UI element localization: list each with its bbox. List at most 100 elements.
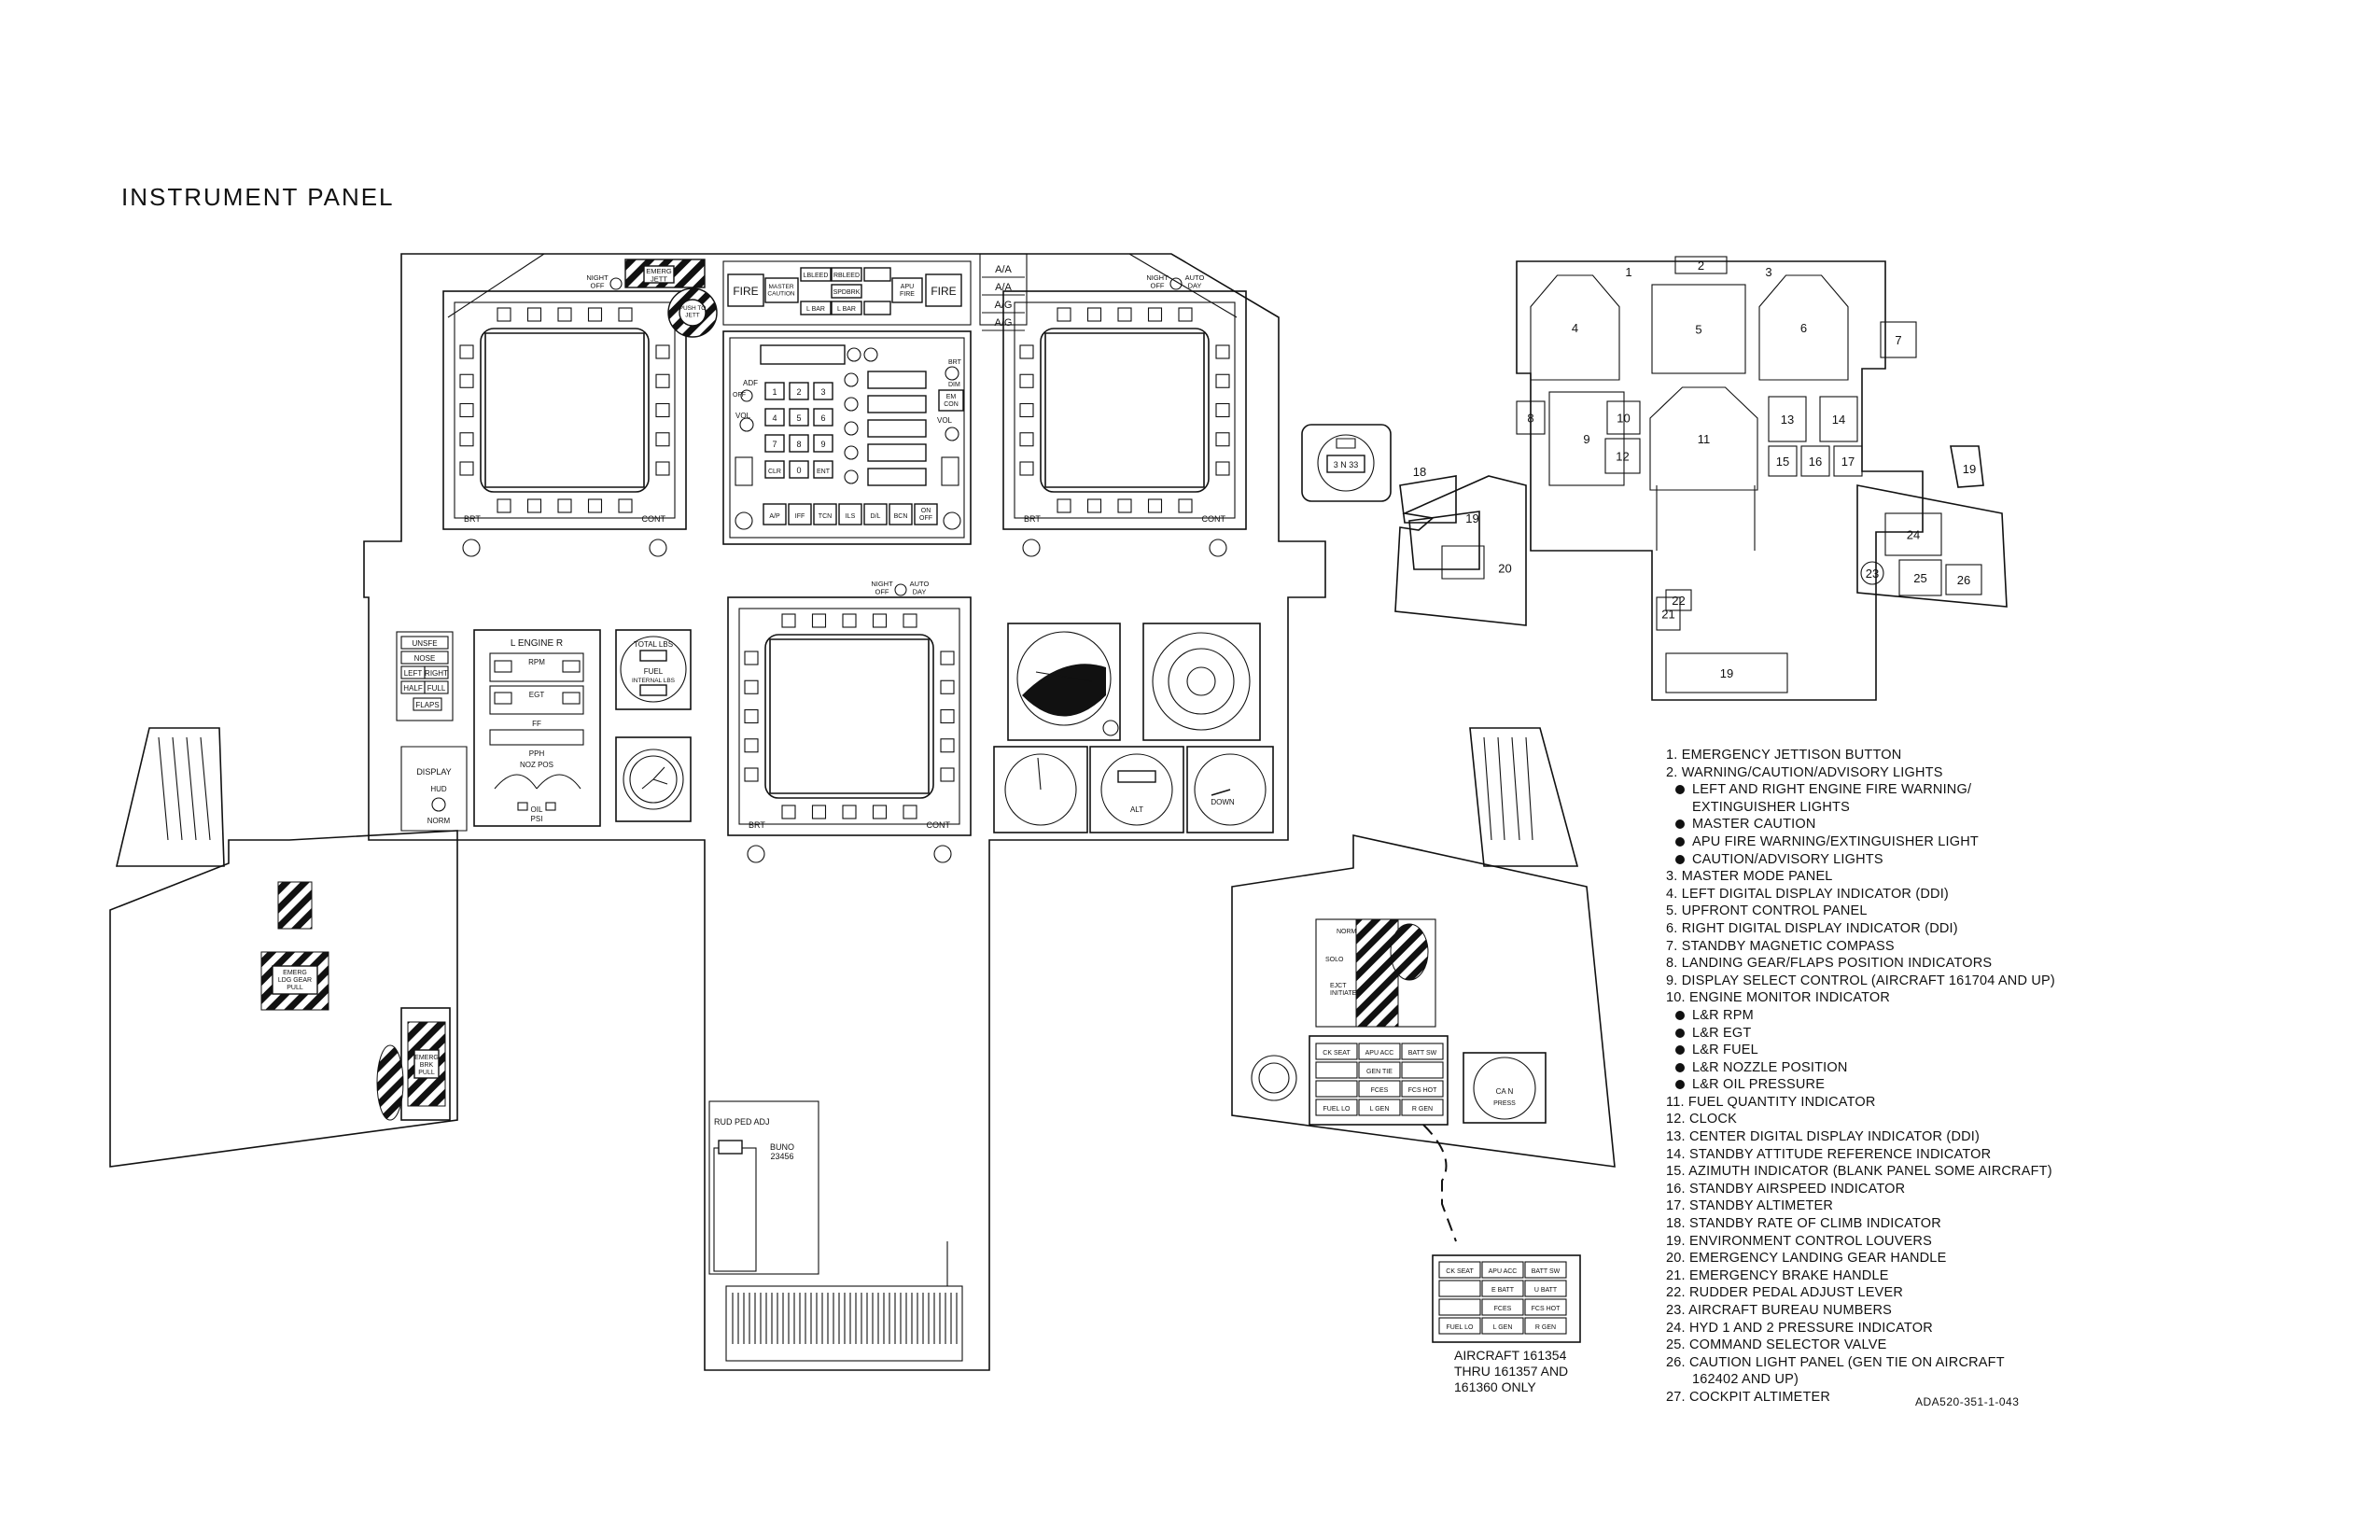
ddi-pushbutton[interactable] [618,307,633,322]
ddi-pushbutton[interactable] [1019,432,1034,447]
ufc-function-button[interactable] [914,503,938,525]
ddi-pushbutton[interactable] [903,805,917,819]
ddi-pushbutton[interactable] [587,498,603,513]
legend-item: 13. CENTER DIGITAL DISPLAY INDICATOR (DD… [1666,1129,1981,1145]
ddi-pushbutton[interactable] [744,679,759,694]
ddi-pushbutton[interactable] [940,767,955,782]
ddi-pushbutton[interactable] [1215,432,1230,447]
keypad-key[interactable] [789,460,809,479]
keypad-key[interactable] [813,408,833,427]
keypad-key[interactable] [764,434,785,453]
ddi-pushbutton[interactable] [655,373,670,388]
keypad-key[interactable] [813,434,833,453]
keypad-key[interactable] [789,434,809,453]
ddi-pushbutton[interactable] [1215,344,1230,359]
ddi-pushbutton[interactable] [1057,498,1071,513]
ddi-pushbutton[interactable] [655,461,670,476]
keypad-key[interactable] [764,408,785,427]
ddi-pushbutton[interactable] [459,432,474,447]
clr-key[interactable] [764,460,785,479]
ddi-pushbutton[interactable] [459,373,474,388]
ddi-pushbutton[interactable] [781,805,796,819]
ddi-pushbutton[interactable] [1215,373,1230,388]
ddi-pushbutton[interactable] [872,613,888,628]
ddi-pushbutton[interactable] [526,498,542,513]
ddi-pushbutton[interactable] [940,651,955,665]
ddi-pushbutton[interactable] [940,738,955,753]
ddi-pushbutton[interactable] [497,307,511,322]
ddi-pushbutton[interactable] [1019,373,1034,388]
key-number: 4 [1572,321,1578,335]
ddi-pushbutton[interactable] [1178,498,1193,513]
option-select-button[interactable] [844,445,859,460]
ddi-pushbutton[interactable] [1086,498,1102,513]
ddi-pushbutton[interactable] [557,307,572,322]
ddi-pushbutton[interactable] [811,613,827,628]
ddi-pushbutton[interactable] [1178,307,1193,322]
ddi-pushbutton[interactable] [1086,307,1102,322]
ent-key[interactable] [813,460,833,479]
ufc-function-button[interactable] [838,503,862,525]
ddi-pushbutton[interactable] [811,805,827,819]
ddi-pushbutton[interactable] [744,708,759,724]
option-select-button[interactable] [844,421,859,436]
fire-left-light[interactable]: FIRE [733,285,758,298]
option-select-button[interactable] [844,397,859,412]
ddi-pushbutton[interactable] [1057,307,1071,322]
ddi-pushbutton[interactable] [459,402,474,418]
ddi-pushbutton[interactable] [1215,461,1230,476]
keypad-key[interactable] [789,408,809,427]
ufc-function-button[interactable] [813,503,837,525]
ddi-pushbutton[interactable] [1147,498,1163,513]
ufc-function-button[interactable] [763,503,787,525]
ddi-pushbutton[interactable] [655,344,670,359]
ddi-pushbutton[interactable] [655,432,670,447]
ddi-pushbutton[interactable] [744,738,759,753]
ddi-pushbutton[interactable] [557,498,572,513]
ddi-pushbutton[interactable] [1147,307,1163,322]
display-select-control[interactable]: DISPLAY HUD NORM [400,746,468,832]
option-select-button[interactable] [844,372,859,387]
ddi-pushbutton[interactable] [903,613,917,628]
ddi-pushbutton[interactable] [587,307,603,322]
ddi-pushbutton[interactable] [1019,402,1034,418]
keypad-key[interactable] [789,382,809,400]
ddi-pushbutton[interactable] [1019,461,1034,476]
ufc-function-button[interactable] [863,503,888,525]
ddi-pushbutton[interactable] [744,651,759,665]
ddi-pushbutton[interactable] [872,805,888,819]
ddi-pushbutton[interactable] [1019,344,1034,359]
key-number: 11 [1698,432,1711,446]
ddi-pushbutton[interactable] [744,767,759,782]
ddi-pushbutton[interactable] [618,498,633,513]
ddi-pushbutton[interactable] [940,679,955,694]
ddi-pushbutton[interactable] [459,344,474,359]
ddi-pushbutton[interactable] [1117,307,1132,322]
ddi-pushbutton[interactable] [1117,498,1132,513]
keypad-key[interactable] [764,382,785,400]
option-select-button[interactable] [844,469,859,484]
ddi-pushbutton[interactable] [842,613,857,628]
ufc-function-button[interactable] [889,503,913,525]
engine-monitor-indicator: L ENGINE R RPM EGT FF PPH NOZ POS OIL PS… [473,629,601,827]
ddi-pushbutton[interactable] [940,708,955,724]
ufc-function-button[interactable] [788,503,812,525]
fire-right-light[interactable]: FIRE [931,285,956,298]
key-number: 7 [1895,333,1901,347]
keypad-key-label: 5 [796,413,801,423]
keypad-key[interactable] [813,382,833,400]
ddi-pushbutton[interactable] [1215,402,1230,418]
ddi-pushbutton[interactable] [526,307,542,322]
ddi-pushbutton[interactable] [497,498,511,513]
ddi-pushbutton[interactable] [459,461,474,476]
ddi-pushbutton[interactable] [842,805,857,819]
ddi-pushbutton[interactable] [655,402,670,418]
ddi-pushbutton[interactable] [781,613,796,628]
